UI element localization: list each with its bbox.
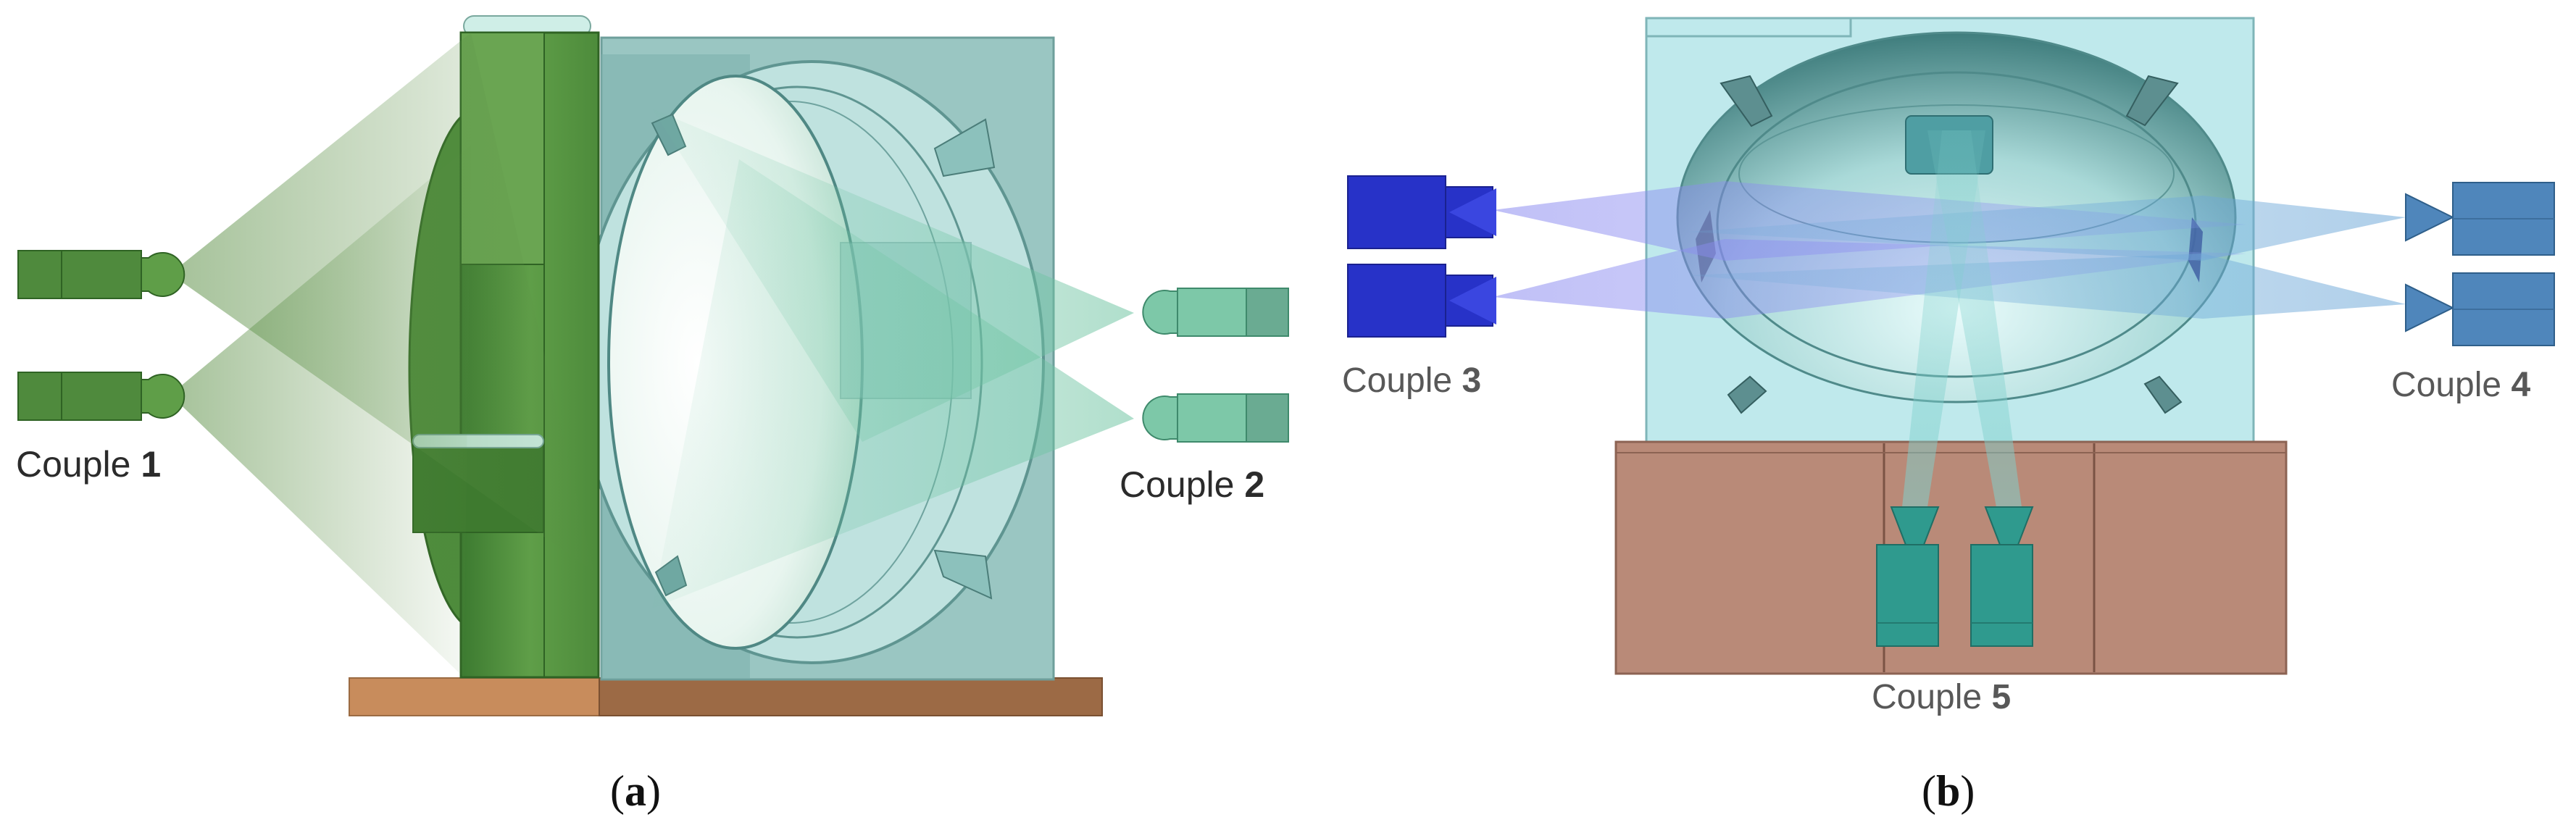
panel-a-label: (a) — [610, 767, 661, 815]
bracket-b-bottom-left — [1727, 375, 1767, 414]
panel-a-letter: a — [624, 767, 646, 815]
bracket-bottom-right — [933, 549, 993, 600]
panel-b-label: (b) — [1922, 767, 1975, 815]
camera-couple-4-top — [2405, 182, 2555, 256]
camera-couple-1-bottom — [17, 372, 186, 421]
label-couple-3: Couple 3 — [1342, 361, 1481, 401]
bracket-b-top-right — [2125, 75, 2179, 127]
camera-couple-2-top — [1142, 288, 1289, 337]
panel-a-diagram — [17, 15, 1289, 716]
bracket-top-right — [933, 118, 996, 177]
camera-couple-2-bottom — [1142, 393, 1289, 443]
label-couple-3-number: 3 — [1462, 361, 1482, 400]
base-plate-brown — [599, 677, 1103, 716]
bracket-b-top-left — [1720, 75, 1773, 127]
label-couple-2: Couple 2 — [1120, 464, 1264, 506]
beam-couple-1-lower — [170, 145, 471, 677]
label-couple-4-word: Couple — [2391, 366, 2502, 404]
beam-couple-4-lower — [1688, 254, 2406, 319]
label-couple-5: Couple 5 — [1872, 677, 2011, 717]
label-couple-1-number: 1 — [141, 444, 162, 485]
label-couple-4-number: 4 — [2511, 366, 2531, 404]
beam-couple-2-lower — [652, 159, 1134, 608]
panel-b-diagram — [1347, 17, 2555, 675]
label-couple-3-word: Couple — [1342, 361, 1453, 400]
camera-couple-5-left — [1876, 506, 1940, 647]
camera-couple-1-top — [17, 250, 186, 299]
label-couple-1-word: Couple — [16, 444, 131, 485]
bracket-b-bottom-right — [2143, 375, 2183, 414]
label-couple-5-number: 5 — [1991, 678, 2012, 716]
camera-couple-5-right — [1970, 506, 2034, 647]
camera-couple-3-bottom — [1347, 264, 1496, 338]
base-plate-copper — [349, 677, 600, 716]
label-couple-4: Couple 4 — [2391, 365, 2530, 405]
beam-couple-4-upper — [1688, 196, 2406, 261]
label-couple-5-word: Couple — [1872, 678, 1983, 716]
beam-couple-5-right — [1927, 130, 2022, 507]
camera-couple-3-top — [1347, 175, 1496, 249]
cyan-frame-notch — [1646, 18, 1852, 38]
terracotta-base — [1614, 440, 2288, 675]
label-couple-2-word: Couple — [1120, 464, 1235, 505]
label-couple-2-number: 2 — [1244, 464, 1265, 505]
label-couple-1: Couple 1 — [16, 443, 161, 485]
camera-couple-4-bottom — [2405, 272, 2555, 346]
panel-b-letter: b — [1935, 767, 1961, 815]
